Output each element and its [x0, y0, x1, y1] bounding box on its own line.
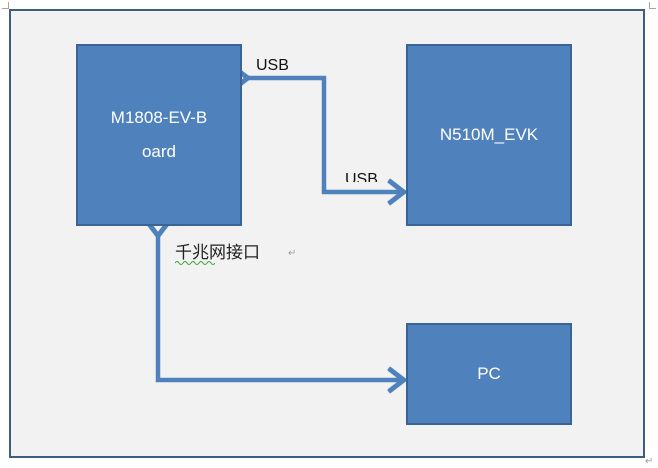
n510m-evk-label: N510M_EVK [439, 125, 539, 144]
usb-bottom-label: USB [345, 171, 378, 182]
usb-connector [246, 78, 402, 192]
gigabit-connector [158, 234, 402, 380]
crop-mark-top-left [2, 2, 9, 9]
pc-box: PC [406, 323, 572, 425]
paragraph-mark: ↵ [288, 248, 297, 259]
m1808-board-label-line2: oard [141, 142, 176, 161]
m1808-board-label-line1: M1808-EV-B [110, 108, 208, 127]
m1808-board-box: M1808-EV-B oard [76, 44, 242, 226]
crop-mark-top-right [649, 2, 656, 9]
usb-top-label: USB [256, 57, 289, 74]
usb-bottom-label-clip: USB [345, 171, 385, 182]
pc-label: PC [477, 364, 501, 383]
spellcheck-underline [175, 261, 215, 265]
n510m-evk-box: N510M_EVK [406, 44, 572, 226]
paragraph-mark-end: ↵ [645, 456, 654, 467]
gigabit-port-label: 千兆网接口 [175, 243, 260, 263]
